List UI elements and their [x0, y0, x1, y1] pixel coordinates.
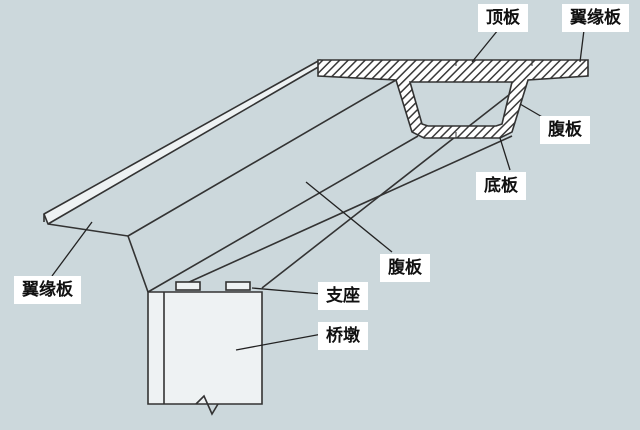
label-pier: 桥墩	[318, 322, 368, 350]
leader-top-slab	[471, 29, 499, 63]
label-top-slab: 顶板	[478, 4, 528, 32]
bearing-block-1	[175, 281, 201, 291]
pier-outline	[147, 291, 263, 405]
web-face-line-2	[147, 135, 419, 293]
bearing-block-2	[225, 281, 251, 291]
leader-flange-right	[579, 29, 585, 63]
label-flange-right: 翼缘板	[562, 4, 629, 32]
leader-lines	[51, 29, 585, 351]
label-flange-left: 翼缘板	[14, 276, 81, 304]
label-bearing: 支座	[318, 282, 368, 310]
leader-flange-left	[51, 221, 93, 277]
label-web-center: 腹板	[380, 254, 430, 282]
leader-pier	[235, 333, 323, 351]
leader-bearing	[251, 287, 323, 295]
leader-bottom-slab	[499, 137, 511, 171]
pier-break-line	[195, 394, 219, 416]
bottom-edge-line	[175, 135, 513, 289]
left-flange-underside	[47, 223, 129, 237]
web-right-long-line	[261, 79, 529, 289]
section-ticks	[455, 60, 533, 138]
flange-top-face	[43, 59, 321, 225]
leader-web-right	[519, 103, 545, 119]
girder-outline	[43, 59, 529, 293]
label-bottom-slab: 底板	[476, 172, 526, 200]
web-face-line-1	[127, 79, 397, 237]
bearings	[175, 281, 251, 291]
pier-body	[147, 291, 263, 416]
label-web-right: 腹板	[540, 116, 590, 144]
leader-web-center	[305, 181, 393, 253]
web-left-face	[127, 235, 149, 293]
